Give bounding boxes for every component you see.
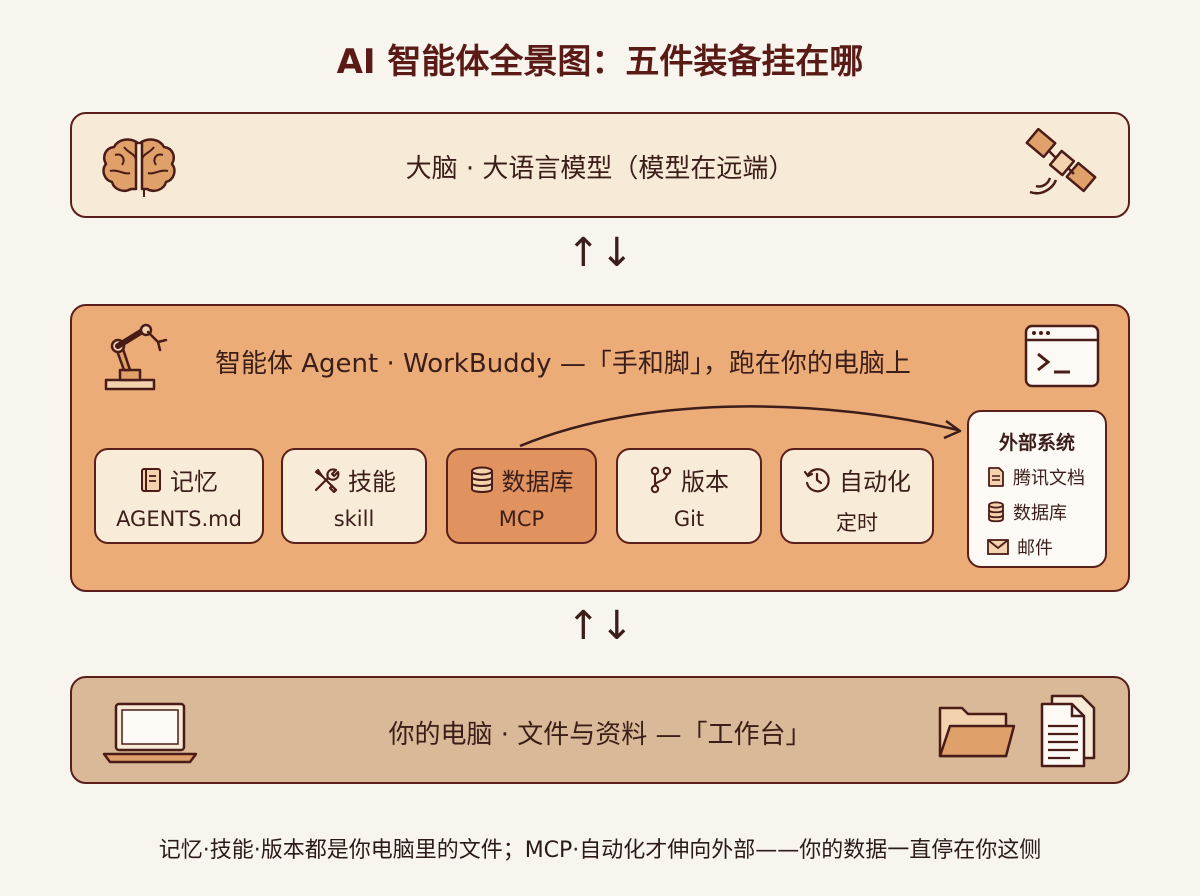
database-card-title: 数据库: [501, 468, 574, 496]
external-item-label: 邮件: [1017, 538, 1053, 559]
terminal-icon: [1024, 324, 1100, 388]
external-item-database[interactable]: 数据库: [987, 499, 1105, 525]
notebook-icon: [141, 467, 161, 492]
brain-label: 大脑 · 大语言模型（模型在远端）: [405, 154, 795, 184]
external-systems-box: 外部系统 腾讯文档 数据库 邮件: [967, 410, 1107, 568]
document-icon: [988, 467, 1004, 487]
clock-icon: [803, 467, 830, 492]
external-item-mail[interactable]: 邮件: [987, 534, 1105, 560]
agent-label: 智能体 Agent · WorkBuddy —「手和脚」，跑在你的电脑上: [215, 349, 911, 379]
tools-icon: [314, 467, 340, 493]
memory-card-sub: AGENTS.md: [116, 507, 242, 531]
brain-icon: [102, 138, 176, 197]
external-item-label: 数据库: [1013, 503, 1067, 524]
robot-arm-icon: [104, 323, 168, 391]
external-item-tencent-docs[interactable]: 腾讯文档: [987, 464, 1105, 490]
satellite-icon: [1025, 128, 1097, 195]
brain-band: [70, 112, 1130, 218]
documents-icon: [1040, 694, 1096, 768]
automation-card-title: 自动化: [839, 468, 911, 496]
skill-card-title: 技能: [348, 468, 396, 496]
automation-card-sub: 定时: [836, 511, 878, 535]
automation-card[interactable]: 自动化 定时: [780, 448, 934, 544]
version-card[interactable]: 版本 Git: [616, 448, 762, 544]
database-icon: [988, 501, 1004, 523]
external-item-label: 腾讯文档: [1013, 468, 1085, 489]
up-down-arrows-top: ↑↓: [566, 230, 634, 276]
skill-card[interactable]: 技能 skill: [281, 448, 427, 544]
memory-card[interactable]: 记忆 AGENTS.md: [94, 448, 264, 544]
database-icon: [470, 466, 493, 493]
computer-label: 你的电脑 · 文件与资料 —「工作台」: [388, 720, 812, 750]
version-card-sub: Git: [673, 507, 705, 531]
folder-icon: [938, 706, 1016, 758]
branch-icon: [650, 466, 672, 493]
database-card-sub: MCP: [498, 507, 545, 531]
external-systems-title: 外部系统: [998, 432, 1075, 454]
page-title: AI 智能体全景图：五件装备挂在哪: [336, 42, 864, 82]
mail-icon: [987, 539, 1009, 555]
version-card-title: 版本: [681, 468, 729, 496]
up-down-arrows-bottom: ↑↓: [566, 603, 634, 649]
laptop-icon: [102, 702, 198, 764]
database-card[interactable]: 数据库 MCP: [446, 448, 597, 544]
skill-card-sub: skill: [333, 507, 375, 531]
footer-caption: 记忆·技能·版本都是你电脑里的文件；MCP·自动化才伸向外部——你的数据一直停在…: [158, 838, 1042, 863]
memory-card-title: 记忆: [170, 468, 218, 496]
